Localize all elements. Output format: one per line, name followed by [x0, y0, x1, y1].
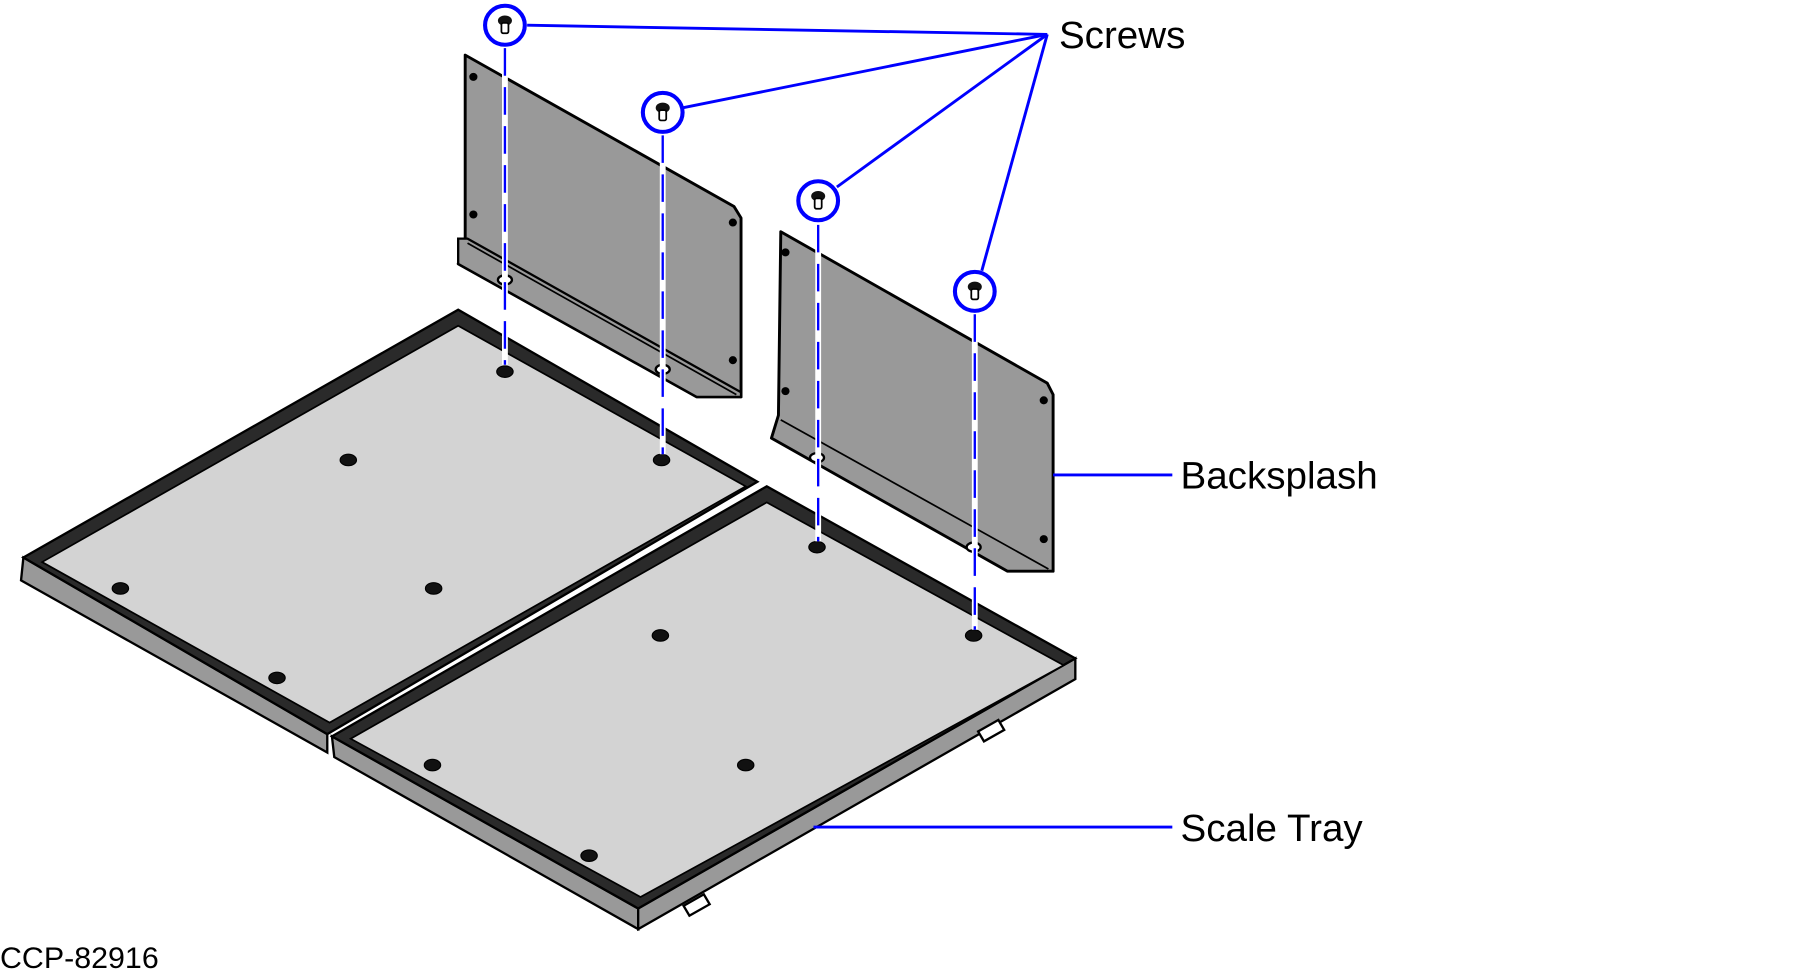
tray-hole — [339, 453, 358, 467]
alignment-lines — [502, 48, 978, 630]
figure-id: CCP-82916 — [0, 942, 159, 975]
screw-callout — [796, 179, 841, 223]
screw-callout — [483, 3, 527, 47]
tray-foot — [976, 718, 1006, 743]
tray-hole — [964, 629, 983, 642]
screw-callout — [952, 269, 997, 313]
scale-tray — [19, 308, 1078, 932]
tray-hole — [424, 582, 443, 595]
tray-hole — [111, 582, 130, 595]
screws-leader — [980, 34, 1049, 272]
screw-icon — [655, 102, 670, 122]
label-scale-tray: Scale Tray — [1181, 807, 1364, 850]
tray-platter-left — [19, 308, 760, 755]
backsplash-right-panel — [769, 230, 1055, 573]
backsplash-hole — [469, 210, 478, 219]
tray-hole — [652, 453, 671, 467]
screw-icon — [811, 190, 826, 210]
screw-callout — [640, 90, 685, 134]
backsplash-left — [456, 53, 743, 399]
screw-icon — [967, 281, 982, 301]
tray-platter-right — [329, 485, 1078, 932]
tray-hole — [736, 758, 755, 772]
backsplash-hole — [781, 387, 790, 396]
backsplash-hole — [1039, 396, 1048, 405]
backsplash-hole — [728, 218, 737, 227]
tray-hole — [580, 849, 598, 863]
backsplash-hole — [728, 356, 737, 365]
tray-holes — [111, 365, 983, 863]
backsplash-hole — [781, 248, 790, 257]
backsplash-hole — [1039, 535, 1048, 544]
tray-hole — [808, 540, 826, 554]
label-screws: Screws — [1059, 14, 1185, 57]
tray-hole — [423, 758, 442, 772]
tray-foot — [681, 892, 712, 918]
screws-leader — [527, 23, 1048, 36]
tray-hole — [268, 671, 286, 685]
backsplash-hole — [469, 72, 478, 81]
screws-leader — [836, 33, 1049, 189]
callout-leaders — [527, 23, 1173, 829]
label-backsplash: Backsplash — [1181, 455, 1378, 498]
tray-left-surface — [40, 324, 748, 724]
tray-right-surface — [348, 501, 1066, 898]
screw-icon — [497, 15, 512, 35]
tray-hole — [496, 365, 514, 378]
screws-leader — [682, 33, 1048, 110]
tray-hole — [651, 629, 670, 642]
